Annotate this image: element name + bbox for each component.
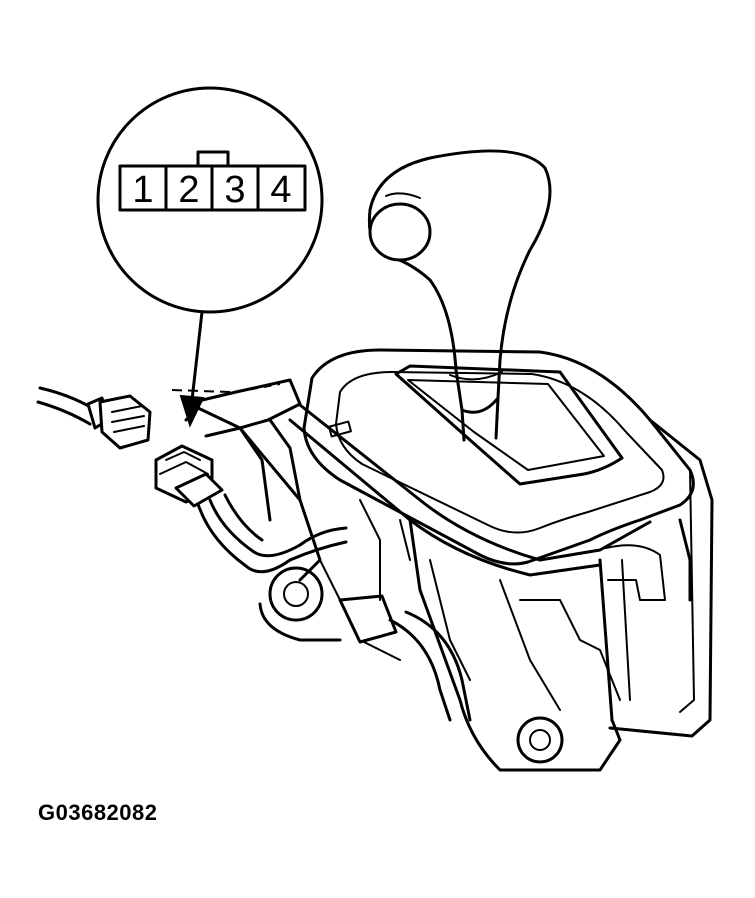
shift-knob [367,149,552,442]
harness-connector [36,386,152,450]
connector-pin-1: 1 [132,169,153,211]
connector-pin-2: 2 [178,169,199,211]
callout-arrow-shaft [190,310,204,402]
connector-pin-4: 4 [270,169,291,211]
switch-connector [154,444,348,574]
connector-detail-callout: 1 2 3 4 [96,86,324,428]
detail-magnifier-circle [96,86,324,314]
connector-pin-3: 3 [224,169,245,211]
connector-face: 1 2 3 4 [118,150,307,212]
figure-code: G03682082 [38,800,158,825]
shifter-housing [171,348,714,772]
